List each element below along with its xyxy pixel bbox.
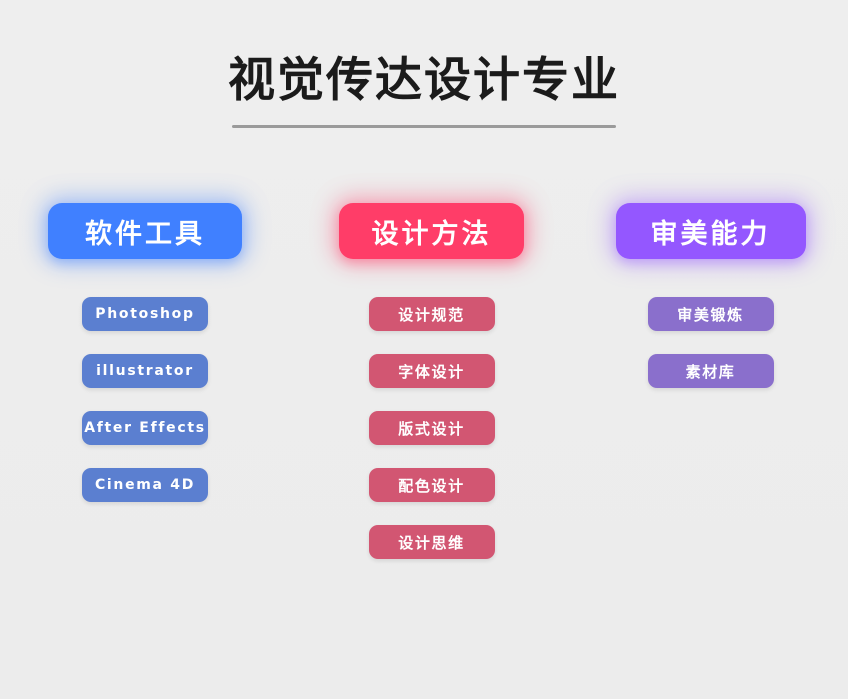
item-pill[interactable]: 版式设计	[368, 411, 495, 445]
item-list-design-methods: 设计规范 字体设计 版式设计 配色设计 设计思维	[368, 297, 495, 559]
title-divider	[232, 124, 616, 128]
item-list-aesthetic-ability: 审美锻炼 素材库	[647, 297, 774, 388]
item-pill[interactable]: 字体设计	[368, 354, 495, 388]
item-pill[interactable]: 配色设计	[368, 468, 495, 502]
item-pill[interactable]: Cinema 4D	[82, 468, 208, 502]
category-column-software-tools: 软件工具 Photoshop illustrator After Effects…	[0, 203, 290, 502]
item-pill[interactable]: 设计规范	[368, 297, 495, 331]
category-header-software-tools[interactable]: 软件工具	[48, 203, 242, 259]
title-block: 视觉传达设计专业	[0, 52, 848, 128]
category-column-aesthetic-ability: 审美能力 审美锻炼 素材库	[573, 203, 848, 388]
page-title: 视觉传达设计专业	[228, 53, 620, 108]
category-header-design-methods[interactable]: 设计方法	[339, 203, 524, 259]
item-pill[interactable]: 设计思维	[368, 525, 495, 559]
item-pill[interactable]: Photoshop	[82, 297, 208, 331]
item-pill[interactable]: After Effects	[82, 411, 208, 445]
category-columns: 软件工具 Photoshop illustrator After Effects…	[0, 203, 848, 559]
category-column-design-methods: 设计方法 设计规范 字体设计 版式设计 配色设计 设计思维	[290, 203, 573, 559]
category-header-aesthetic-ability[interactable]: 审美能力	[615, 203, 806, 259]
item-pill[interactable]: 审美锻炼	[647, 297, 774, 331]
item-pill[interactable]: 素材库	[647, 354, 774, 388]
item-list-software-tools: Photoshop illustrator After Effects Cine…	[82, 297, 208, 502]
item-pill[interactable]: illustrator	[82, 354, 208, 388]
